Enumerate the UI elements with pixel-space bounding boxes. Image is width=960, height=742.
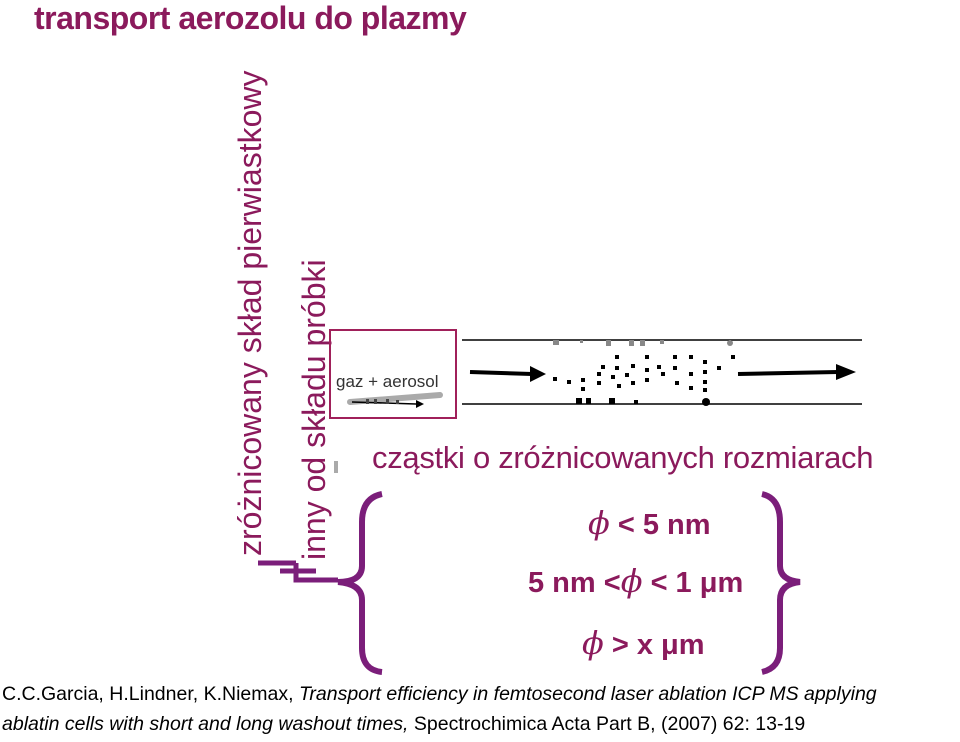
- inner-bracket: [280, 563, 338, 583]
- tube-particles-gray: [553, 340, 733, 346]
- box-arrow-head: [416, 400, 424, 408]
- phi-symbol: ϕ: [582, 624, 604, 662]
- box-particles-1: [366, 399, 369, 404]
- reference-authors: C.C.Garcia, H.Lindner, K.Niemax,: [2, 683, 299, 705]
- size-class-small-text: < 5 nm: [617, 509, 711, 541]
- phi-symbol: ϕ: [620, 562, 643, 600]
- reference-title-part2: ablatin cells with short and long washou…: [2, 713, 409, 735]
- reference-line-2: ablatin cells with short and long washou…: [2, 713, 805, 736]
- box-particles-2: [374, 399, 377, 404]
- box-label: gaz + aerosol: [336, 372, 439, 391]
- size-class-small: ϕ < 5 nm: [588, 504, 711, 542]
- left-curly-brace: [337, 491, 383, 675]
- size-class-large-text: > x μm: [611, 629, 705, 661]
- gray-mark: [334, 461, 338, 473]
- box-particles-3: [386, 399, 389, 404]
- reference-source: Spectrochimica Acta Part B, (2007) 62: 1…: [408, 713, 806, 735]
- reference-title-part1: Transport efficiency in femtosecond lase…: [298, 683, 877, 705]
- phi-symbol: ϕ: [588, 504, 610, 542]
- box-arrow: [351, 401, 417, 405]
- size-class-large: ϕ > x μm: [582, 624, 705, 662]
- page-title: transport aerozolu do plazmy: [34, 0, 467, 36]
- tube-arrow-right: [737, 370, 839, 376]
- sample-box: [329, 329, 457, 419]
- gas-stream: [347, 392, 443, 405]
- right-curly-brace: [761, 491, 801, 675]
- tube-arrow-left-head: [530, 366, 546, 382]
- size-class-medium-prefix: 5 nm <: [528, 567, 621, 599]
- box-particles-4: [396, 400, 399, 404]
- size-class-medium: 5 nm <ϕ < 1 μm: [528, 562, 743, 600]
- size-class-medium-text: < 1 μm: [650, 567, 744, 599]
- particles-label: cząstki o zróżnicowanych rozmiarach: [372, 440, 874, 475]
- tube-particles-black: [553, 355, 735, 406]
- reference-line-1: C.C.Garcia, H.Lindner, K.Niemax, Transpo…: [2, 683, 877, 706]
- tube-arrow-right-head: [836, 364, 856, 380]
- tube-arrow-left: [469, 370, 533, 376]
